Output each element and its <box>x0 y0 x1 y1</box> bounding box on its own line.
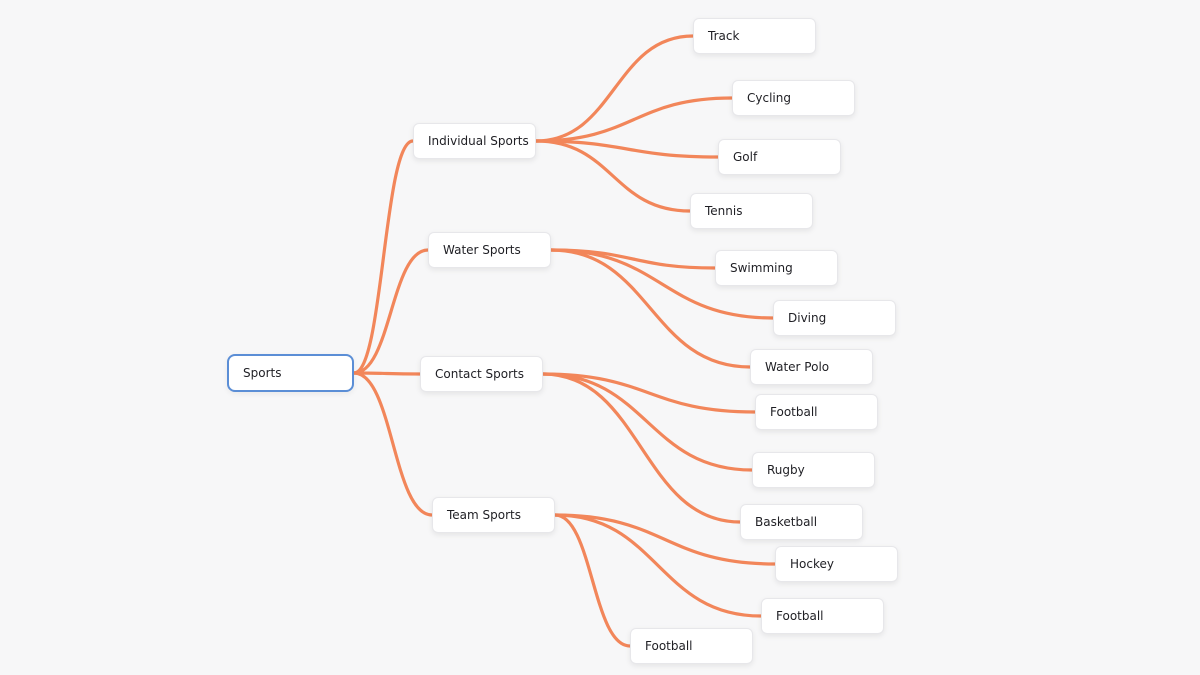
leaf-node-water-polo[interactable]: Water Polo <box>750 349 873 385</box>
edge-branch-3-to-leaf-0 <box>553 513 777 566</box>
leaf-node-diving[interactable]: Diving <box>773 300 896 336</box>
edge-branch-2-to-leaf-1 <box>541 372 754 472</box>
branch-node-individual-sports[interactable]: Individual Sports <box>413 123 536 159</box>
edge-branch-0-to-leaf-3 <box>534 139 692 213</box>
root-node[interactable]: Sports <box>227 354 354 392</box>
leaf-node-hockey[interactable]: Hockey <box>775 546 898 582</box>
leaf-node-swimming[interactable]: Swimming <box>715 250 838 286</box>
edge-branch-2-to-leaf-2 <box>541 372 742 524</box>
edge-root-to-branch-0 <box>352 139 415 375</box>
edge-branch-1-to-leaf-1 <box>549 248 775 320</box>
edge-root-to-branch-3 <box>352 371 434 517</box>
leaf-node-football[interactable]: Football <box>761 598 884 634</box>
edge-branch-0-to-leaf-1 <box>534 96 734 143</box>
leaf-node-rugby[interactable]: Rugby <box>752 452 875 488</box>
edge-branch-3-to-leaf-1 <box>553 513 763 618</box>
leaf-node-track[interactable]: Track <box>693 18 816 54</box>
edge-branch-1-to-leaf-2 <box>549 248 752 369</box>
branch-node-contact-sports[interactable]: Contact Sports <box>420 356 543 392</box>
leaf-node-football[interactable]: Football <box>755 394 878 430</box>
leaf-node-golf[interactable]: Golf <box>718 139 841 175</box>
branch-node-water-sports[interactable]: Water Sports <box>428 232 551 268</box>
leaf-node-cycling[interactable]: Cycling <box>732 80 855 116</box>
edge-branch-0-to-leaf-2 <box>534 139 720 159</box>
edge-root-to-branch-2 <box>352 371 422 376</box>
edge-root-to-branch-1 <box>352 248 430 375</box>
branch-node-team-sports[interactable]: Team Sports <box>432 497 555 533</box>
edge-branch-3-to-leaf-2 <box>553 513 632 648</box>
edge-branch-2-to-leaf-0 <box>541 372 757 414</box>
leaf-node-tennis[interactable]: Tennis <box>690 193 813 229</box>
leaf-node-football[interactable]: Football <box>630 628 753 664</box>
edge-branch-0-to-leaf-0 <box>534 34 695 143</box>
leaf-node-basketball[interactable]: Basketball <box>740 504 863 540</box>
